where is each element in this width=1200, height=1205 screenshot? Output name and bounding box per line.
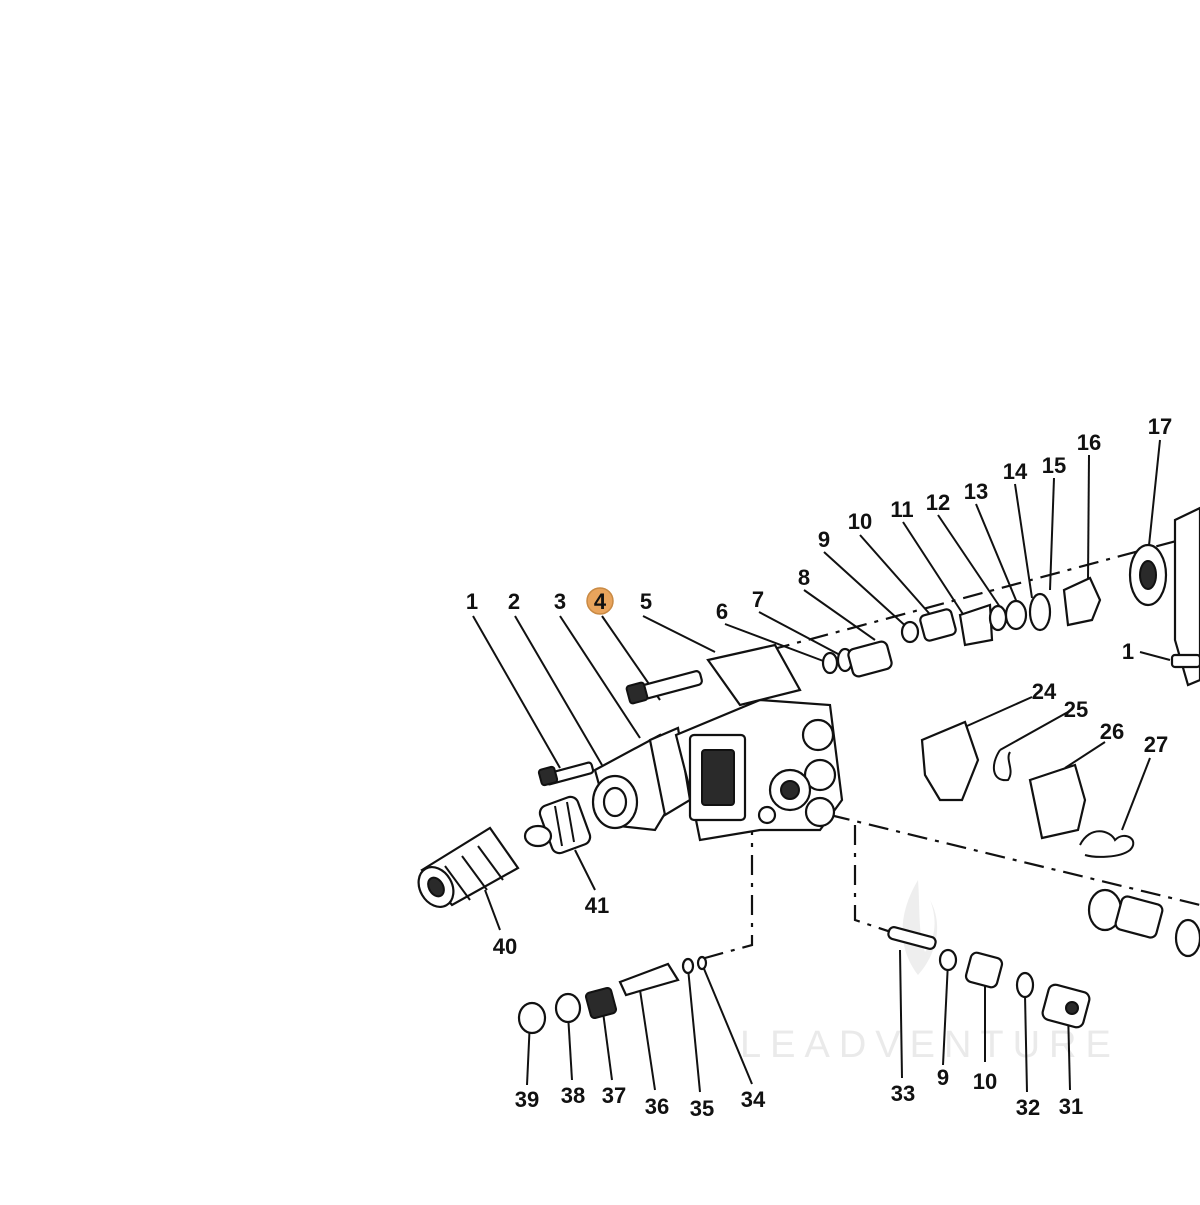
callout-6[interactable]: 6 bbox=[716, 599, 728, 624]
part-25-clip bbox=[992, 749, 1012, 782]
callout-38[interactable]: 38 bbox=[561, 1083, 585, 1108]
callout-3[interactable]: 3 bbox=[554, 589, 566, 614]
part-9-16-valve-stack bbox=[900, 576, 1102, 647]
part-34-39-lower-stack bbox=[517, 955, 708, 1035]
parts bbox=[417, 506, 1200, 1035]
part-right-lower-assembly bbox=[1087, 888, 1200, 958]
part-17-seal bbox=[1128, 506, 1200, 687]
callout-32[interactable]: 32 bbox=[1016, 1095, 1040, 1120]
callout-2[interactable]: 2 bbox=[508, 589, 520, 614]
part-27-spring bbox=[1079, 830, 1135, 858]
callout-7[interactable]: 7 bbox=[752, 587, 764, 612]
callout-numbers: 1 2 3 4 5 6 7 8 9 10 11 12 13 14 15 16 1… bbox=[466, 414, 1172, 1121]
part-5-pump-body bbox=[674, 643, 844, 842]
callout-10-lower[interactable]: 10 bbox=[973, 1069, 997, 1094]
callout-31[interactable]: 31 bbox=[1059, 1094, 1083, 1119]
callout-12[interactable]: 12 bbox=[926, 490, 950, 515]
part-26-plate bbox=[1028, 763, 1087, 840]
part-32-oring bbox=[1015, 971, 1035, 999]
part-6-8-valve-stack bbox=[821, 640, 893, 678]
callout-11[interactable]: 11 bbox=[890, 497, 913, 522]
highlight-marker bbox=[586, 587, 614, 615]
callout-26[interactable]: 26 bbox=[1100, 719, 1124, 744]
watermark: LEADVENTURE bbox=[740, 880, 1120, 1066]
part-9-lower-ring bbox=[938, 948, 958, 972]
callout-5[interactable]: 5 bbox=[640, 589, 652, 614]
part-4-bolt bbox=[625, 670, 703, 705]
part-24-bracket bbox=[920, 720, 980, 802]
callout-17[interactable]: 17 bbox=[1148, 414, 1172, 439]
part-33-pin bbox=[887, 926, 937, 950]
callout-34[interactable]: 34 bbox=[741, 1087, 766, 1112]
part-1-bolt bbox=[537, 761, 595, 787]
callout-10[interactable]: 10 bbox=[848, 509, 872, 534]
part-1-right-bolt bbox=[1170, 653, 1200, 669]
part-10-lower-valve bbox=[964, 951, 1004, 989]
callout-4[interactable]: 4 bbox=[594, 589, 607, 614]
callout-14[interactable]: 14 bbox=[1003, 459, 1028, 484]
callout-16[interactable]: 16 bbox=[1077, 430, 1101, 455]
callout-13[interactable]: 13 bbox=[964, 479, 988, 504]
callout-39[interactable]: 39 bbox=[515, 1087, 539, 1112]
callout-25[interactable]: 25 bbox=[1064, 697, 1088, 722]
callout-24[interactable]: 24 bbox=[1032, 679, 1057, 704]
callout-36[interactable]: 36 bbox=[645, 1094, 669, 1119]
callout-35[interactable]: 35 bbox=[690, 1096, 714, 1121]
callout-9[interactable]: 9 bbox=[818, 527, 830, 552]
callout-8[interactable]: 8 bbox=[798, 565, 810, 590]
part-41-fitting bbox=[523, 795, 592, 855]
callout-41[interactable]: 41 bbox=[585, 893, 609, 918]
flame-logo-icon bbox=[902, 880, 938, 975]
part-31-plug bbox=[1041, 983, 1091, 1029]
callout-9-lower[interactable]: 9 bbox=[937, 1065, 949, 1090]
callout-1-right[interactable]: 1 bbox=[1122, 639, 1134, 664]
callout-1[interactable]: 1 bbox=[466, 589, 478, 614]
callout-33[interactable]: 33 bbox=[891, 1081, 915, 1106]
callout-37[interactable]: 37 bbox=[602, 1083, 626, 1108]
watermark-text: LEADVENTURE bbox=[740, 1024, 1120, 1066]
callout-27[interactable]: 27 bbox=[1144, 732, 1168, 757]
part-40-knurled-nut bbox=[417, 826, 520, 908]
callout-40[interactable]: 40 bbox=[493, 934, 517, 959]
callout-15[interactable]: 15 bbox=[1042, 453, 1066, 478]
